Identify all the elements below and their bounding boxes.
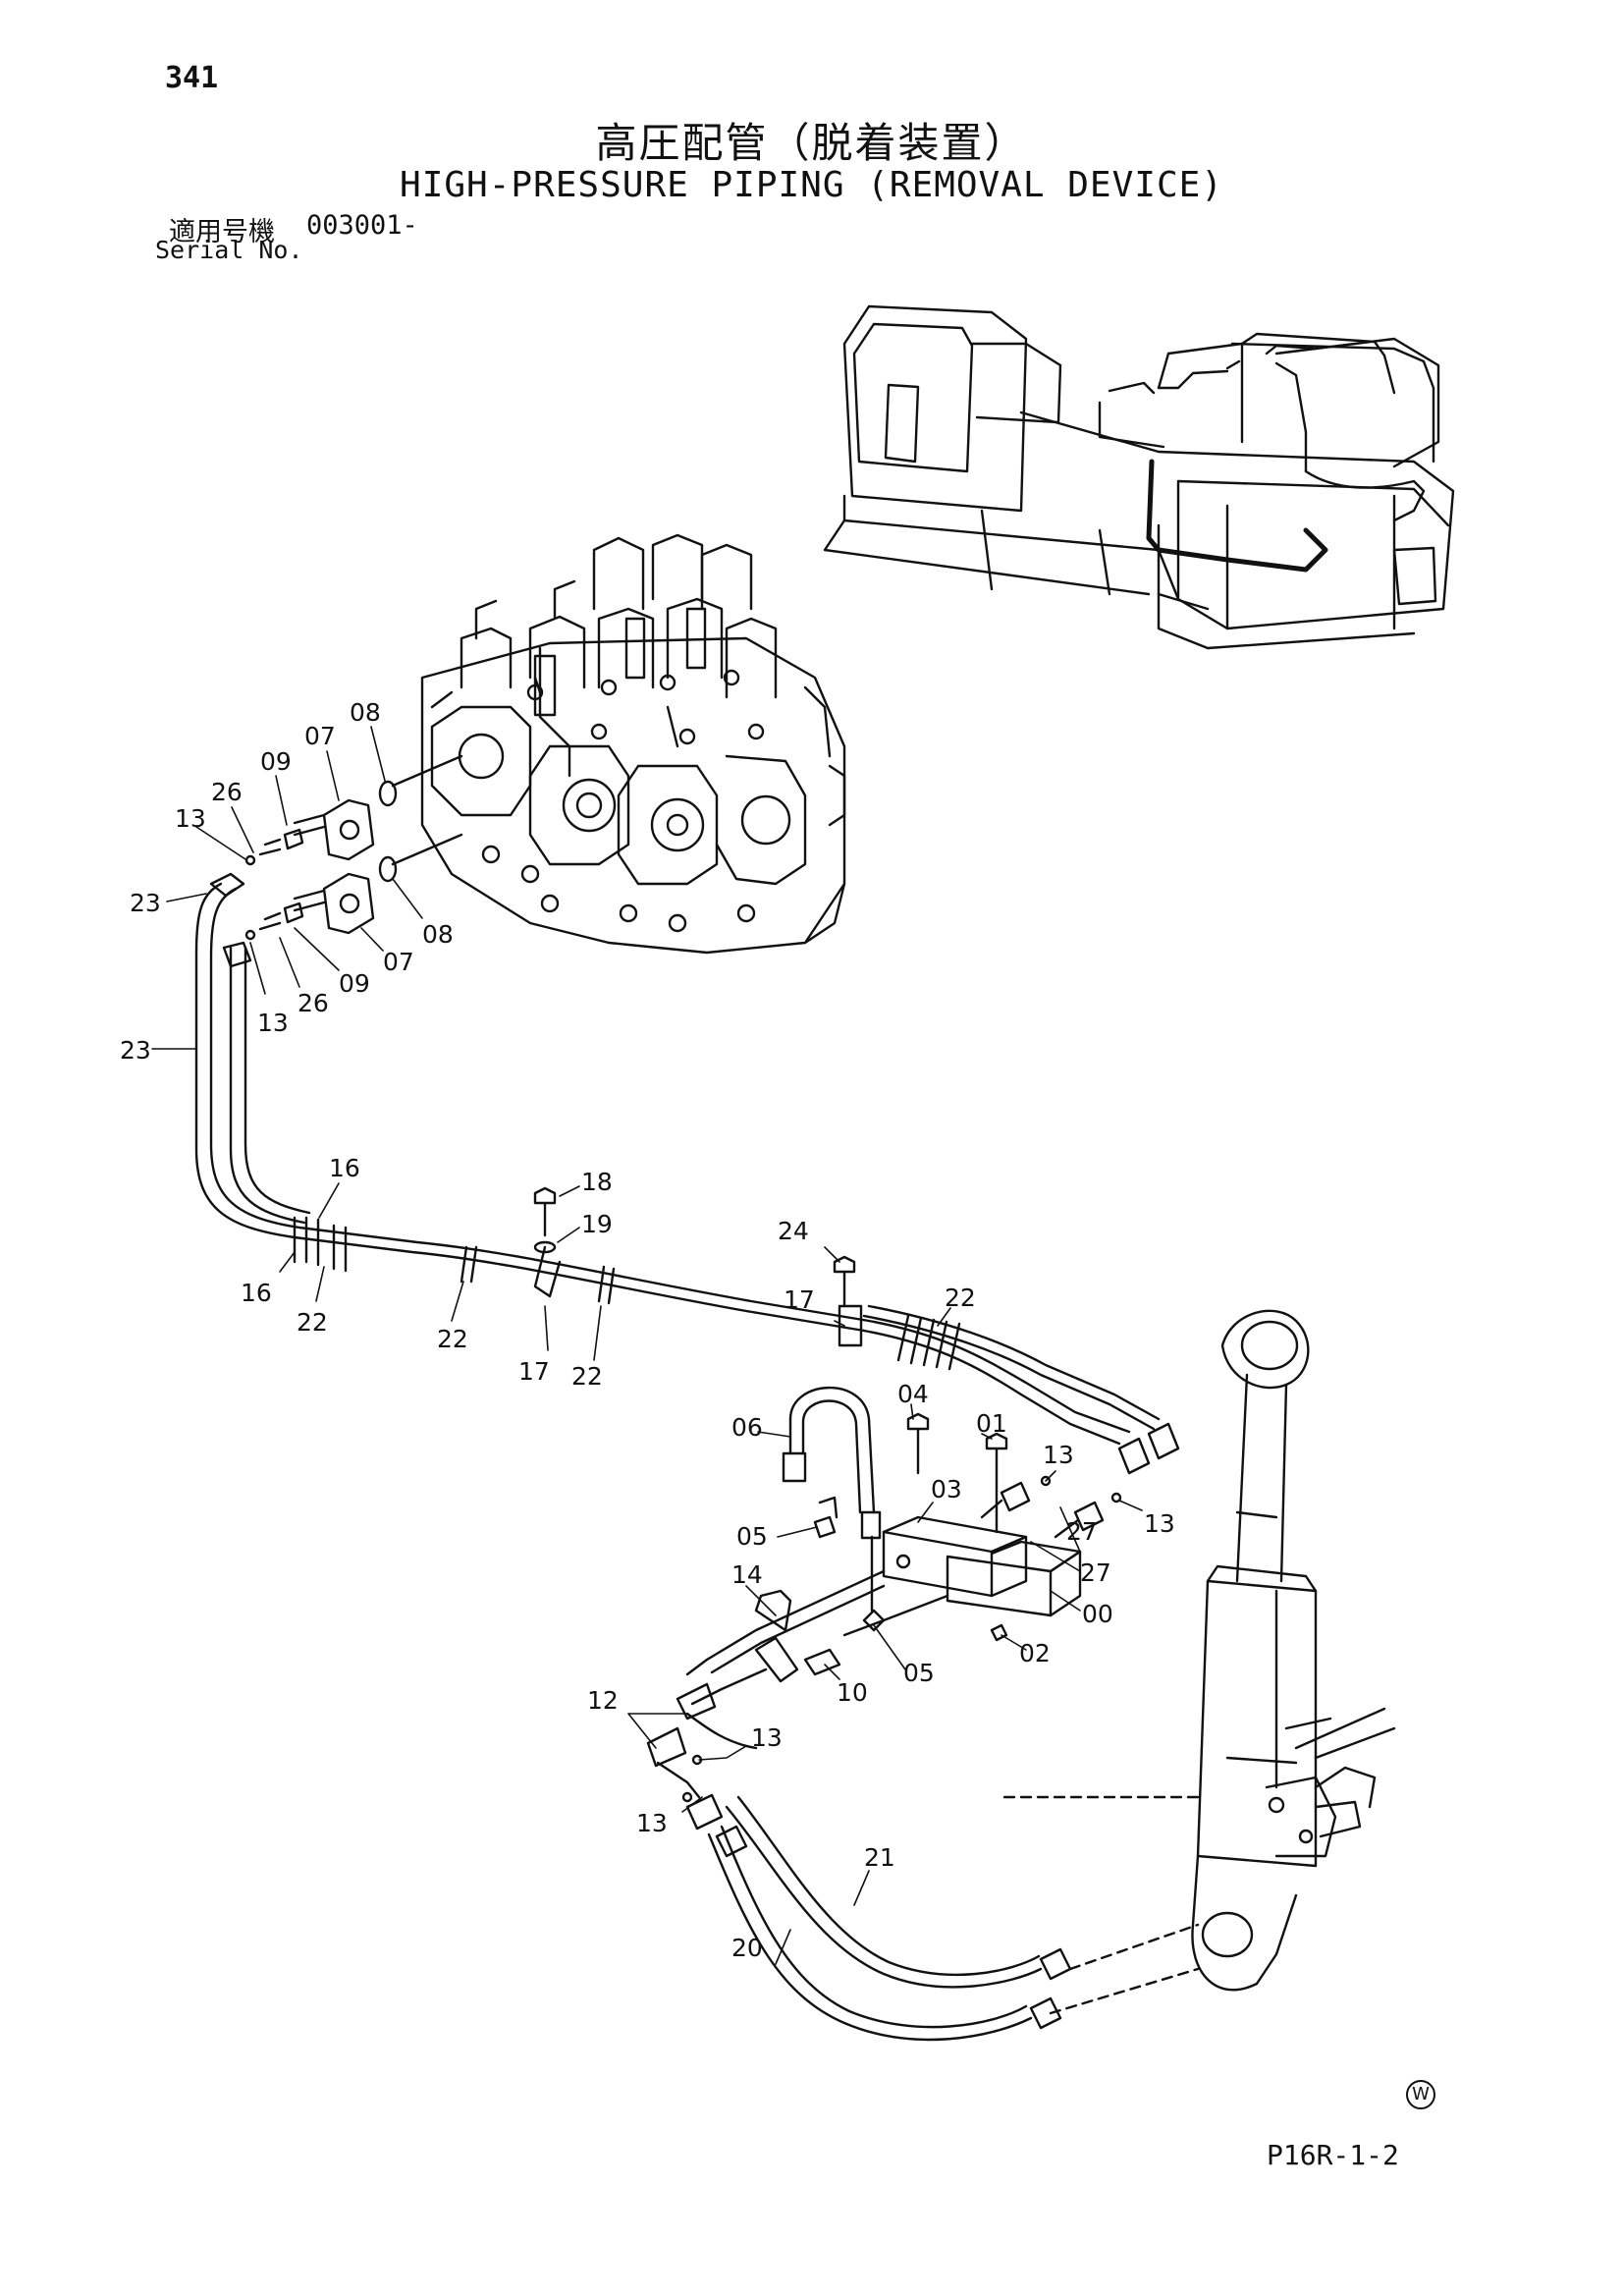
callout-20: 20 bbox=[731, 1934, 763, 1962]
callout-16: 16 bbox=[329, 1154, 360, 1182]
callout-27: 27 bbox=[1066, 1517, 1098, 1546]
callout-24: 24 bbox=[778, 1217, 809, 1245]
callout-22: 22 bbox=[945, 1284, 976, 1312]
callout-26: 26 bbox=[298, 989, 329, 1017]
bolts-and-washers bbox=[533, 1186, 1008, 1534]
callout-06: 06 bbox=[731, 1413, 763, 1442]
control-valve-assembly bbox=[420, 533, 846, 955]
callout-09: 09 bbox=[339, 969, 370, 998]
callout-labels: 07 08 09 26 13 23 08 07 09 26 13 23 16 1… bbox=[120, 698, 1175, 1962]
callout-13: 13 bbox=[257, 1009, 289, 1037]
excavator-location-illustration bbox=[823, 304, 1455, 650]
callout-09: 09 bbox=[260, 747, 292, 776]
manifold-block bbox=[813, 1475, 1122, 1642]
return-pipes bbox=[646, 1569, 949, 1858]
callout-05: 05 bbox=[903, 1659, 935, 1687]
callout-00: 00 bbox=[1082, 1600, 1113, 1628]
callout-19: 19 bbox=[581, 1210, 613, 1238]
hose-clamps bbox=[293, 1216, 961, 1371]
callout-05: 05 bbox=[736, 1522, 768, 1551]
callout-04: 04 bbox=[897, 1380, 929, 1408]
drawing-code: P16R-1-2 bbox=[1267, 2139, 1399, 2171]
callout-26: 26 bbox=[211, 778, 243, 806]
callout-08: 08 bbox=[422, 920, 454, 949]
callout-12: 12 bbox=[587, 1686, 619, 1715]
callout-18: 18 bbox=[581, 1168, 613, 1196]
callout-10: 10 bbox=[837, 1678, 868, 1707]
callout-14: 14 bbox=[731, 1560, 763, 1589]
callout-22: 22 bbox=[571, 1362, 603, 1391]
page-number: 341 bbox=[165, 61, 219, 95]
serial-label-japanese: 適用号機 bbox=[169, 217, 275, 247]
callout-21: 21 bbox=[864, 1843, 895, 1872]
hoses-20-21 bbox=[707, 1795, 1072, 2042]
callout-01: 01 bbox=[976, 1409, 1007, 1438]
callout-22: 22 bbox=[297, 1308, 328, 1337]
callout-23: 23 bbox=[120, 1036, 151, 1065]
callout-13: 13 bbox=[751, 1723, 783, 1752]
callout-27: 27 bbox=[1080, 1558, 1111, 1587]
callout-07: 07 bbox=[383, 948, 414, 976]
callout-13: 13 bbox=[175, 804, 206, 833]
callout-08: 08 bbox=[350, 698, 381, 727]
callout-17: 17 bbox=[784, 1285, 815, 1314]
callout-03: 03 bbox=[931, 1475, 962, 1503]
hose-assembly bbox=[194, 872, 1180, 1475]
boom-cylinder bbox=[1000, 1309, 1396, 2015]
flange-fittings bbox=[244, 754, 463, 941]
callout-17: 17 bbox=[518, 1357, 550, 1386]
w-circle-mark: W bbox=[1406, 2080, 1435, 2109]
callout-02: 02 bbox=[1019, 1639, 1051, 1667]
callout-13: 13 bbox=[1144, 1509, 1175, 1538]
callout-22: 22 bbox=[437, 1325, 468, 1353]
serial-label-english: Serial No. bbox=[155, 236, 303, 264]
callout-07: 07 bbox=[304, 722, 336, 750]
callout-23: 23 bbox=[130, 889, 161, 917]
title-japanese: 高圧配管（脱着装置） bbox=[595, 119, 1028, 167]
hose-06 bbox=[782, 1386, 882, 1540]
serial-range: 003001- bbox=[306, 210, 418, 241]
title-english: HIGH-PRESSURE PIPING (REMOVAL DEVICE) bbox=[400, 165, 1223, 205]
callout-13: 13 bbox=[1043, 1441, 1074, 1469]
callout-16: 16 bbox=[241, 1279, 272, 1307]
callout-leaders bbox=[151, 726, 1143, 1965]
callout-13: 13 bbox=[636, 1809, 668, 1837]
